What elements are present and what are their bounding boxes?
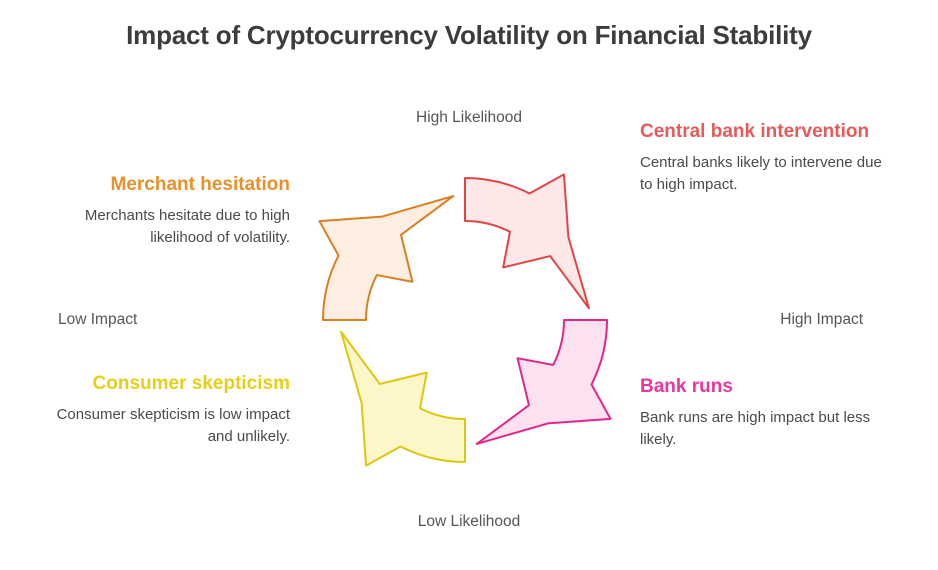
quadrant-block-consumer-skepticism: Consumer skepticism Consumer skepticism …: [38, 372, 290, 448]
page-title: Impact of Cryptocurrency Volatility on F…: [126, 20, 812, 50]
quadrant-block-central-bank-intervention: Central bank intervention Central banks …: [640, 120, 892, 196]
quadrant-description-merchant-hesitation: Merchants hesitate due to high likelihoo…: [84, 207, 290, 246]
cycle-diagram: [305, 160, 625, 480]
cycle-segment-merchant-hesitation[interactable]: [318, 195, 455, 321]
cycle-diagram-svg: [318, 173, 612, 467]
axis-label-low-likelihood: Low Likelihood: [417, 513, 521, 530]
quadrant-description-consumer-skepticism: Consumer skepticism is low impact and un…: [56, 406, 290, 445]
cycle-segment-central-bank-intervention[interactable]: [464, 173, 590, 310]
quadrant-title-bank-runs: Bank runs: [640, 376, 733, 397]
quadrant-title-merchant-hesitation: Merchant hesitation: [110, 174, 290, 195]
axis-label-low-impact: Low Impact: [58, 311, 138, 328]
quadrant-description-central-bank-intervention: Central banks likely to intervene due to…: [640, 154, 882, 193]
quadrant-block-bank-runs: Bank runs Bank runs are high impact but …: [640, 375, 892, 451]
axis-label-high-impact: High Impact: [780, 311, 863, 328]
quadrant-title-central-bank-intervention: Central bank intervention: [640, 121, 870, 142]
cycle-segment-bank-runs[interactable]: [475, 319, 612, 445]
axis-label-high-likelihood: High Likelihood: [416, 109, 522, 126]
quadrant-title-consumer-skepticism: Consumer skepticism: [92, 373, 290, 394]
quadrant-block-merchant-hesitation: Merchant hesitation Merchants hesitate d…: [38, 173, 290, 249]
quadrant-description-bank-runs: Bank runs are high impact but less likel…: [640, 409, 871, 448]
cycle-segment-consumer-skepticism[interactable]: [340, 330, 466, 467]
